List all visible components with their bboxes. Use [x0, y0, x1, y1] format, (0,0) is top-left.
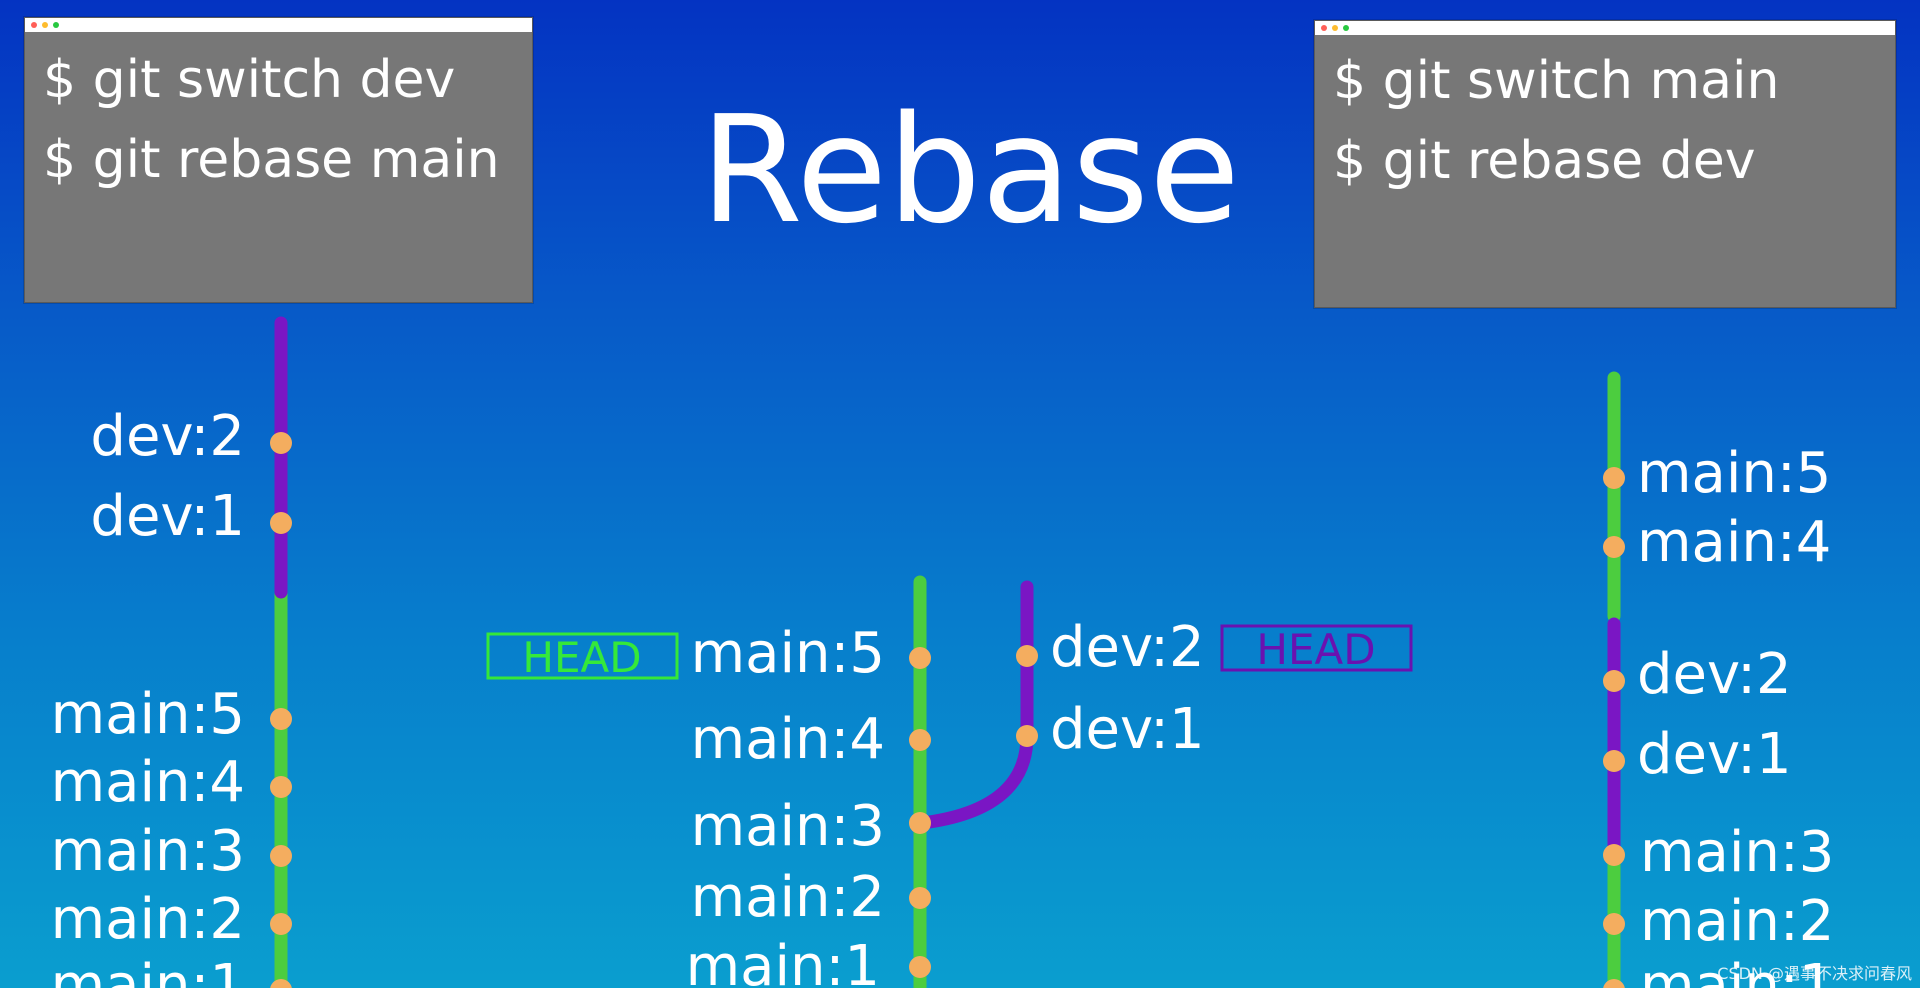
commit-label: main:2 [1640, 889, 1834, 954]
commit-node [909, 729, 931, 751]
commit-label: dev:1 [1050, 697, 1205, 762]
head-marker-main [486, 632, 679, 680]
commit-node [1603, 536, 1625, 558]
graph-middle: main:5 main:4 main:3 main:2 main:1 dev:2… [486, 575, 1413, 988]
commit-label: main:1 [51, 953, 245, 988]
head-marker-dev [1220, 624, 1413, 672]
commit-node [909, 956, 931, 978]
commit-label: main:4 [691, 707, 885, 772]
commit-label: main:2 [51, 887, 245, 952]
commit-node [270, 776, 292, 798]
page-title: Rebase [700, 84, 1241, 256]
terminal-title-bar [1315, 21, 1895, 35]
minimize-dot-icon [1332, 25, 1338, 31]
commit-node [1603, 979, 1625, 988]
commit-node [270, 913, 292, 935]
commit-label: dev:1 [1637, 722, 1792, 787]
commit-node [270, 845, 292, 867]
commit-label: dev:2 [1050, 615, 1205, 680]
commit-label: main:3 [691, 794, 885, 859]
maximize-dot-icon [53, 22, 59, 28]
commit-label: dev:2 [1637, 642, 1792, 707]
commit-label: main:4 [51, 750, 245, 815]
commit-node [1603, 913, 1625, 935]
commit-label: main:4 [1637, 510, 1831, 575]
commit-node [270, 979, 292, 988]
commit-label: dev:2 [90, 404, 245, 469]
terminal-title-bar [25, 18, 532, 32]
terminal-command: $ git rebase main [43, 130, 500, 190]
minimize-dot-icon [42, 22, 48, 28]
graph-left: dev:2 dev:1 main:5 main:4 main:3 main:2 … [51, 316, 292, 988]
commit-node [909, 812, 931, 834]
commit-node [1603, 467, 1625, 489]
commit-node [270, 512, 292, 534]
commit-label: main:5 [1637, 441, 1831, 506]
commit-label: main:5 [51, 682, 245, 747]
commit-node [909, 647, 931, 669]
commit-node [1603, 670, 1625, 692]
terminal-command: $ git switch dev [43, 50, 456, 110]
head-label: HEAD [1256, 625, 1375, 674]
commit-node [1603, 844, 1625, 866]
commit-label: main:3 [1640, 820, 1834, 885]
commit-node [270, 708, 292, 730]
commit-node [1016, 725, 1038, 747]
close-dot-icon [31, 22, 37, 28]
commit-node [909, 887, 931, 909]
terminal-window-right: $ git switch main $ git rebase dev [1314, 20, 1896, 308]
maximize-dot-icon [1343, 25, 1349, 31]
head-label: HEAD [522, 633, 641, 682]
watermark: CSDN @遇事不决求问春风 [1717, 964, 1912, 983]
commit-node [1603, 750, 1625, 772]
commit-label: main:1 [1640, 953, 1834, 988]
close-dot-icon [1321, 25, 1327, 31]
terminal-window-left: $ git switch dev $ git rebase main [24, 17, 533, 303]
graph-right: main:5 main:4 dev:2 dev:1 main:3 main:2 … [1603, 371, 1834, 988]
commit-label: main:1 [686, 934, 880, 988]
commit-label: main:2 [691, 865, 885, 930]
commit-label: main:5 [691, 621, 885, 686]
commit-node [1016, 645, 1038, 667]
commit-label: main:3 [51, 819, 245, 884]
terminal-command: $ git switch main [1333, 51, 1780, 111]
dev-branch-curve [915, 580, 1034, 830]
commit-label: dev:1 [90, 484, 245, 549]
commit-node [270, 432, 292, 454]
terminal-command: $ git rebase dev [1333, 131, 1756, 191]
